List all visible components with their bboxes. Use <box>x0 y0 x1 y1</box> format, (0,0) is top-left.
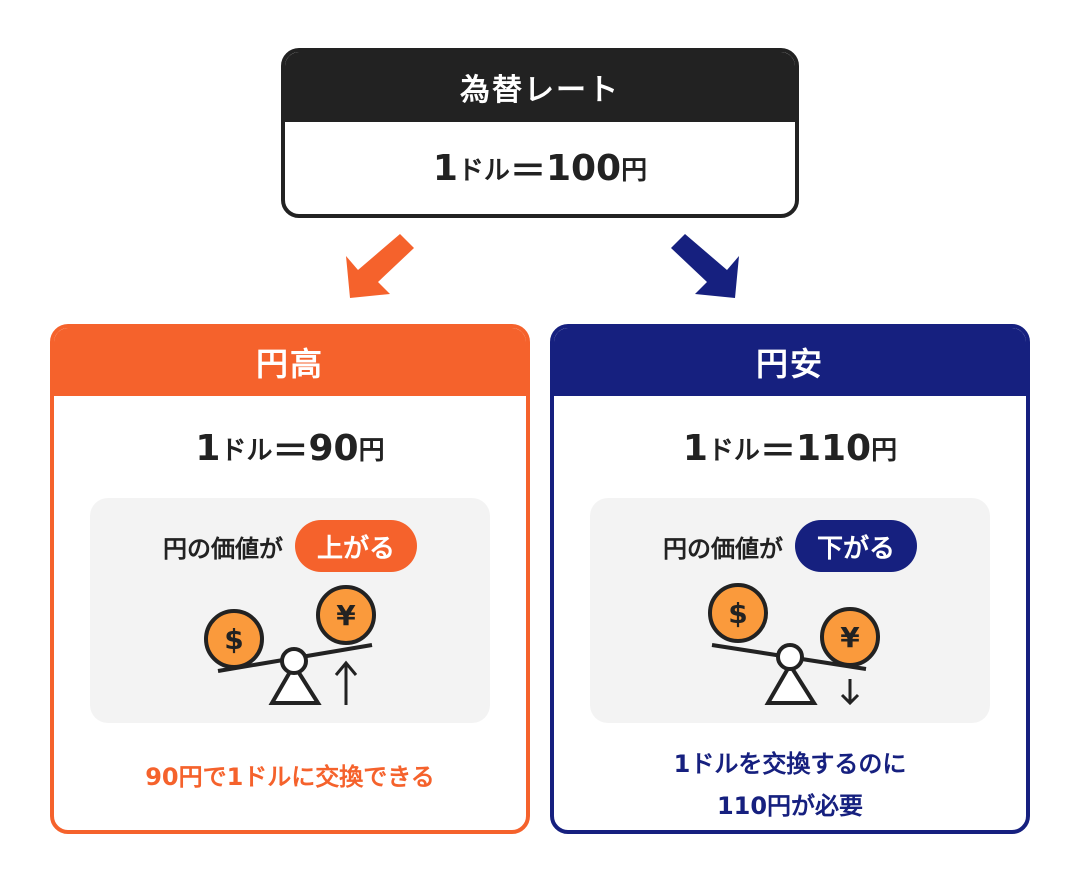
value-label: 円の価値が <box>662 534 783 563</box>
dollar-coin-icon: $ <box>708 583 768 643</box>
value-label-row: 円の価値が 下がる <box>590 520 990 572</box>
rate-number: 1 <box>682 427 708 469</box>
rate-unit-dollar: ドル <box>457 155 510 186</box>
arrow-down-right-icon <box>671 234 739 298</box>
seesaw-pivot <box>280 647 308 675</box>
yen-coin-icon: ¥ <box>316 585 376 645</box>
svg-text:¥: ¥ <box>840 621 860 654</box>
rate-number: 1 <box>195 427 221 469</box>
rate-unit-yen: 円 <box>358 435 385 466</box>
seesaw-pivot <box>776 643 804 671</box>
caption-line: 90円で1ドルに交換できる <box>145 763 435 791</box>
value-label-row: 円の価値が 上がる <box>90 520 490 572</box>
value-change-badge: 上がる <box>294 520 417 572</box>
card-caption: 1ドルを交換するのに 110円が必要 <box>554 743 1026 827</box>
rate-unit-yen: 円 <box>871 435 898 466</box>
value-panel: 円の価値が 下がる $ ¥ <box>590 498 990 723</box>
caption-line: 1ドルを交換するのに <box>673 750 907 778</box>
rate-amount: 90 <box>308 427 359 469</box>
rate-number: 1 <box>432 147 458 189</box>
seesaw-base <box>268 661 322 705</box>
yen-coin-icon: ¥ <box>820 607 880 667</box>
rate-unit-dollar: ドル <box>220 435 273 466</box>
rate-amount: 100 <box>545 147 622 189</box>
rate-equals: ＝ <box>759 431 796 472</box>
value-panel: 円の価値が 上がる $ ¥ <box>90 498 490 723</box>
rate-equals: ＝ <box>509 151 546 192</box>
arrow-down-icon <box>840 679 860 706</box>
svg-text:$: $ <box>728 597 747 630</box>
rate-unit-yen: 円 <box>621 155 648 186</box>
card-caption: 90円で1ドルに交換できる <box>54 756 526 798</box>
svg-text:¥: ¥ <box>336 599 356 632</box>
caption-line: 110円が必要 <box>716 792 864 820</box>
dollar-coin-icon: $ <box>204 609 264 669</box>
seesaw-illustration: $ ¥ <box>708 583 880 706</box>
card-title: 円高 <box>54 328 526 396</box>
value-label: 円の価値が <box>162 534 283 563</box>
svg-text:$: $ <box>224 623 243 656</box>
rate-equals: ＝ <box>272 431 309 472</box>
seesaw-base <box>764 661 818 705</box>
exchange-rate-title: 為替レート <box>285 52 795 122</box>
seesaw-illustration: $ ¥ <box>204 585 376 705</box>
card-title: 円安 <box>554 328 1026 396</box>
arrow-down-left-icon <box>346 234 414 298</box>
rate-unit-dollar: ドル <box>707 435 760 466</box>
value-change-badge: 下がる <box>794 520 917 572</box>
arrow-up-icon <box>334 660 358 705</box>
rate-amount: 110 <box>795 427 872 469</box>
